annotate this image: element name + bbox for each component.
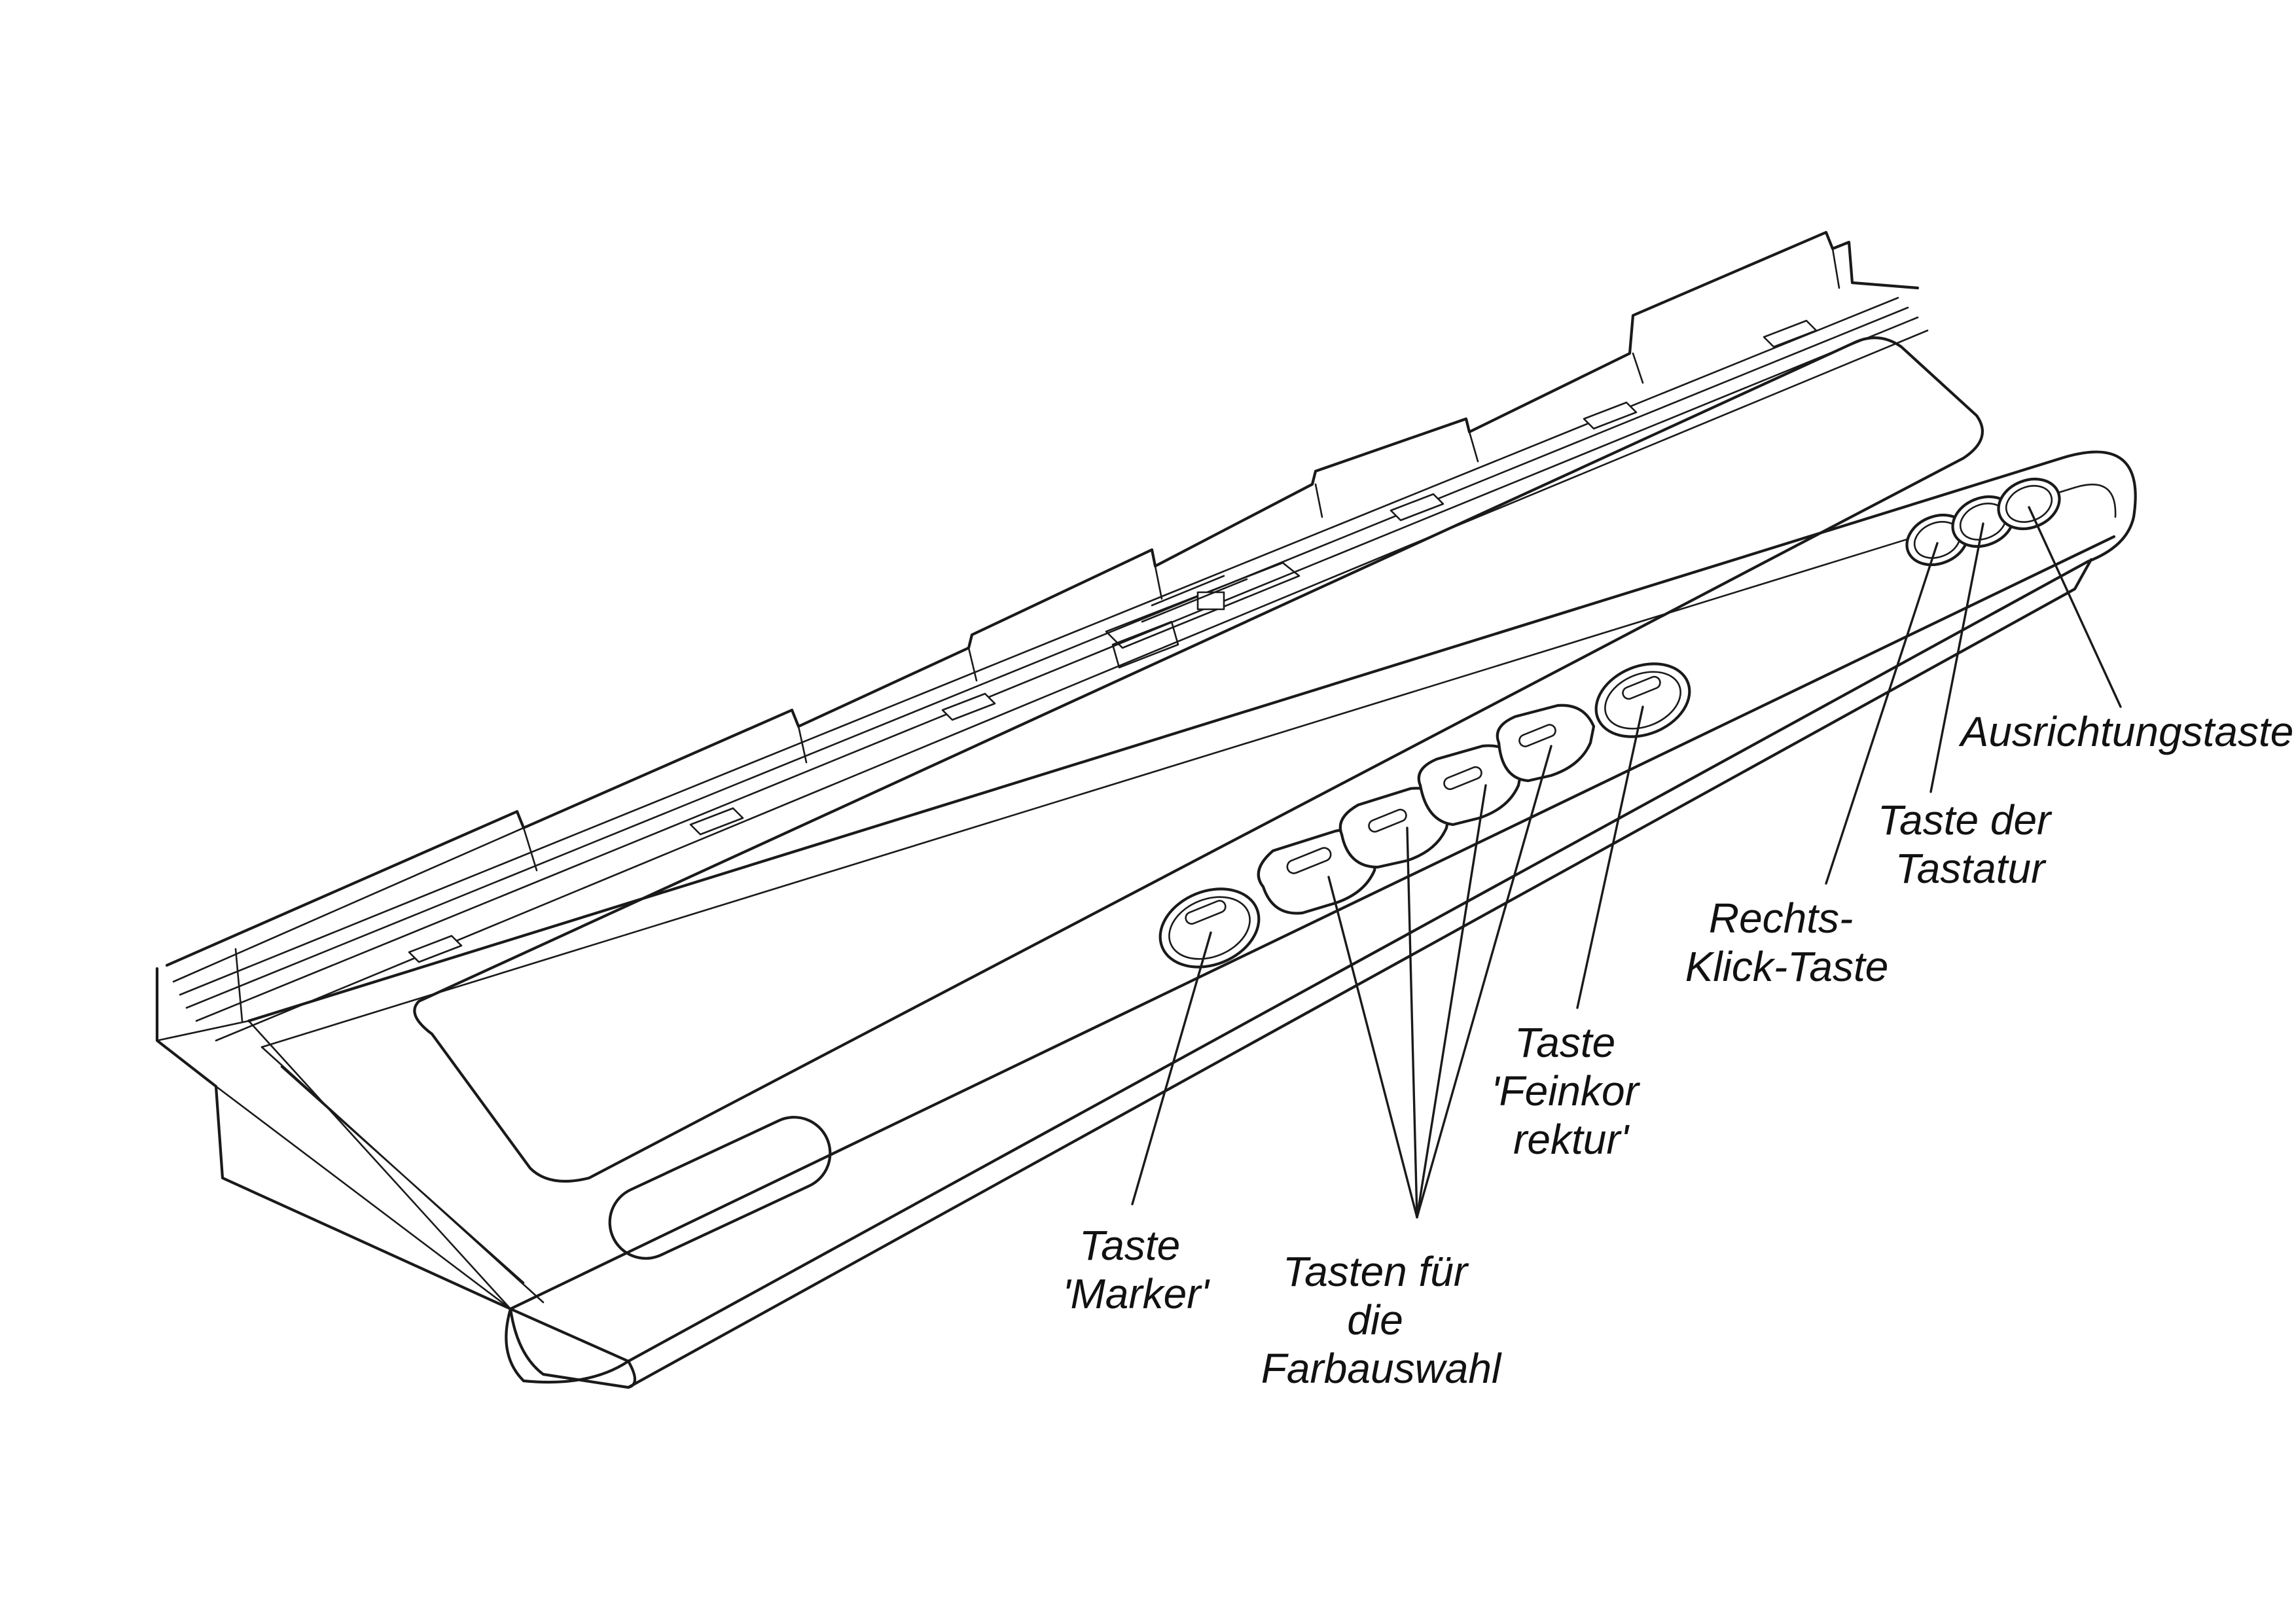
rail-clips: [408, 319, 1818, 963]
label-ausrichtungstaste: Ausrichtungstaste: [1958, 708, 2294, 755]
fine-correction-button: [1594, 662, 1691, 738]
callout-labels: Ausrichtungstaste Taste der Tastatur Rec…: [1062, 708, 2293, 1392]
tray-front-edge: [247, 450, 2137, 1384]
rail-clip: [408, 935, 463, 963]
leader-ausrichtung: [2028, 506, 2122, 708]
leader-farb-2: [1406, 827, 1418, 1219]
pen-tray-body: [155, 230, 2137, 1389]
tray-back-rail-top: [165, 230, 1920, 967]
label-marker: Taste 'Marker': [1062, 1222, 1210, 1317]
leader-farb-3: [1416, 784, 1487, 1219]
color-button-4: [1496, 704, 1596, 783]
label-feinkorrektur: Taste 'Feinkor rektur': [1491, 1019, 1650, 1163]
tray-left-end-inner: [156, 1020, 512, 1310]
label-rechtsklick-taste: Rechts- Klick-Taste: [1685, 895, 1889, 990]
label-farbauswahl: Tasten für die Farbauswahl: [1261, 1248, 1502, 1392]
center-connector: [1105, 562, 1300, 669]
marker-button: [1158, 887, 1261, 969]
color-button-2: [1338, 787, 1452, 869]
rail-clip: [1583, 401, 1638, 430]
pen-slot: [608, 1116, 832, 1260]
leader-farb-4: [1416, 745, 1552, 1219]
color-buttons: [1257, 704, 1596, 915]
leader-marker: [1131, 931, 1212, 1205]
tray-back-rail-inner: [172, 296, 1929, 1042]
tray-bottom-front: [509, 1307, 630, 1389]
rail-clip: [1390, 493, 1444, 522]
tray-recessed-panel: [413, 336, 1984, 1183]
color-button-3: [1417, 744, 1524, 827]
tray-front-lip: [260, 484, 2117, 1048]
rail-clip: [1763, 319, 1818, 348]
tray-buttons: [1158, 477, 2061, 969]
leader-farb-1: [1327, 876, 1418, 1219]
leader-lines: [1131, 506, 2122, 1219]
rail-clip: [689, 807, 744, 836]
tray-left-end: [155, 967, 630, 1363]
rail-clip: [941, 692, 996, 721]
leader-rechtsklick: [1825, 542, 1939, 885]
leader-feinkorrektur: [1576, 705, 1644, 1009]
label-taste-der-tastatur: Taste der Tastatur: [1878, 796, 2062, 892]
leader-tastatur: [1929, 522, 1984, 793]
tray-left-slope: [260, 1046, 545, 1304]
tray-rail-dividers: [234, 247, 1840, 1022]
